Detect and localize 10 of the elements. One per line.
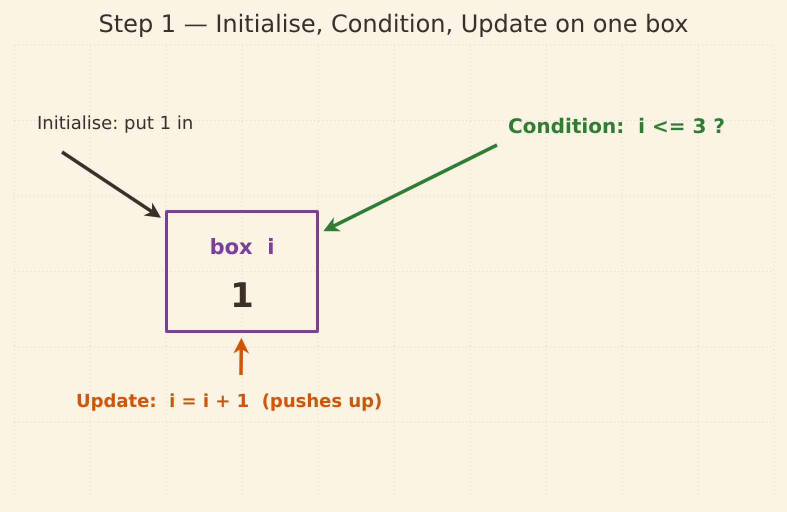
variable-name: box i [210,237,274,258]
variable-box [165,210,319,333]
annotation-text: Condition: i <= 3 ? [508,114,725,138]
variable-value: 1 [230,279,254,313]
arrow [323,143,498,232]
arrow [233,338,250,376]
annotation-text: Initialise: put 1 in [37,113,194,135]
arrow [61,150,161,218]
annotation-text: Update: i = i + 1 (pushes up) [76,391,382,413]
diagram-title: Step 1 — Initialise, Condition, Update on one box [98,10,690,38]
